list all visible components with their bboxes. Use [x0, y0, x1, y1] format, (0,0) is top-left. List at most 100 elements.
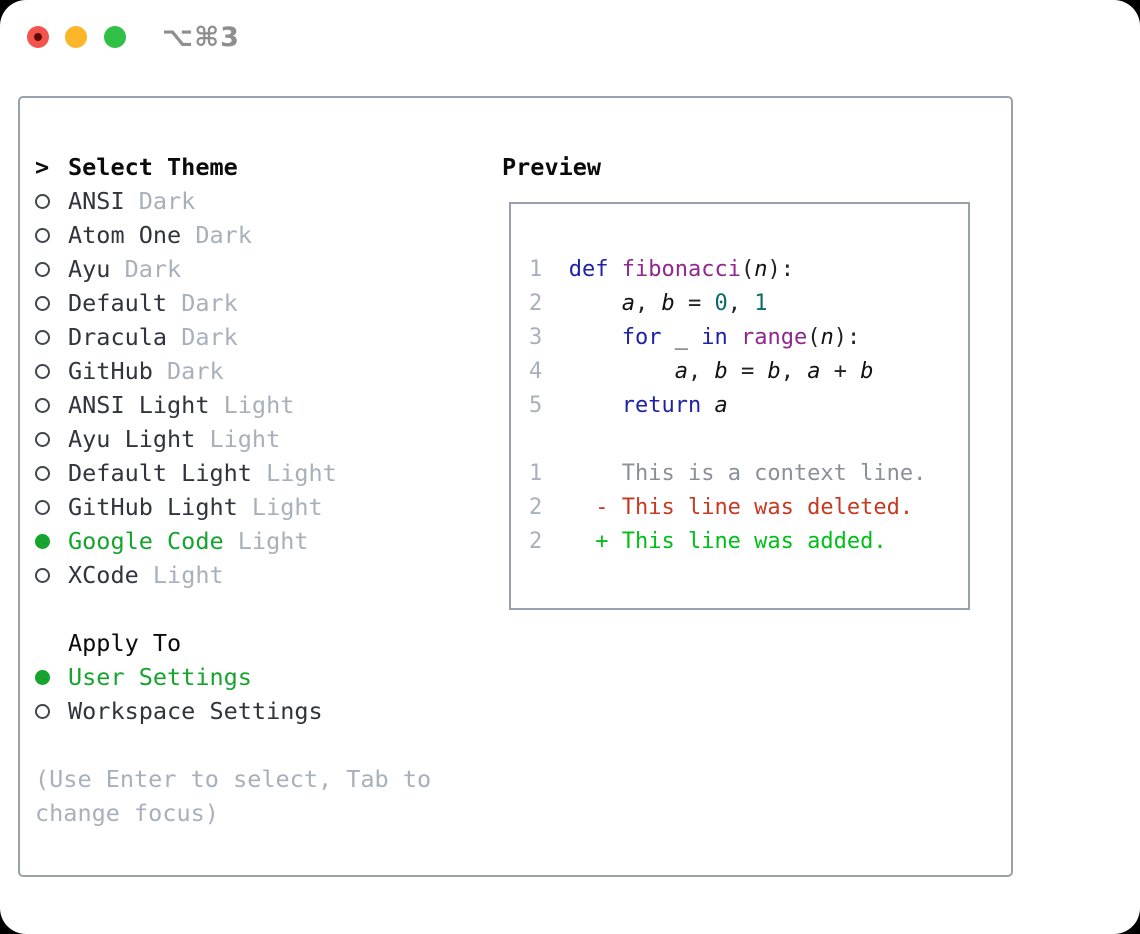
apply-option[interactable]: User Settings: [35, 660, 500, 694]
theme-option[interactable]: XCode Light: [35, 558, 500, 592]
cursor-marker: >: [35, 153, 68, 181]
theme-variant-label: Light: [209, 391, 295, 419]
theme-option-label: ANSI: [68, 187, 125, 215]
theme-variant-label: Light: [237, 493, 323, 521]
theme-option-label: GitHub Light: [68, 493, 238, 521]
code-token-ln: 1: [529, 257, 569, 282]
window-shortcut-label: ⌥⌘3: [162, 22, 240, 53]
theme-variant-label: Dark: [110, 255, 182, 283]
radio-circle: [35, 499, 50, 515]
code-token-ctx: This is a context line.: [621, 461, 927, 486]
theme-option-label: ANSI Light: [68, 391, 210, 419]
theme-option[interactable]: Default Light Light: [35, 456, 500, 490]
radio-icon: [35, 703, 68, 719]
code-token-pln: [728, 325, 741, 350]
radio-icon: [35, 431, 68, 447]
maximize-button[interactable]: [104, 26, 126, 48]
radio-circle: [35, 669, 50, 685]
theme-variant-label: Light: [195, 425, 281, 453]
code-token-pln: [569, 325, 622, 350]
theme-option[interactable]: Default Dark: [35, 286, 500, 320]
preview-line: 2 - This line was deleted.: [529, 491, 968, 525]
code-token-typ: fibonacci: [621, 257, 741, 282]
apply-option[interactable]: Workspace Settings: [35, 694, 500, 728]
code-token-var: b: [767, 359, 781, 384]
spacer: [35, 592, 500, 626]
radio-icon: [35, 193, 68, 209]
code-token-var: b: [661, 291, 675, 316]
theme-option[interactable]: ANSI Dark: [35, 184, 500, 218]
theme-option[interactable]: ANSI Light Light: [35, 388, 500, 422]
radio-icon: [35, 465, 68, 481]
radio-circle: [35, 465, 50, 481]
radio-selected-icon: [35, 533, 68, 549]
code-token-var: a: [714, 393, 728, 418]
theme-variant-label: Dark: [181, 221, 252, 249]
code-token-var: a: [674, 359, 688, 384]
radio-circle: [35, 567, 50, 583]
apply-option-label: Workspace Settings: [68, 697, 323, 725]
code-token-pun: =: [674, 291, 715, 316]
radio-icon: [35, 567, 68, 583]
preview-title: Preview: [502, 153, 602, 181]
code-token-pln: [569, 393, 622, 418]
code-token-pun: (: [807, 325, 821, 350]
theme-option[interactable]: GitHub Light Light: [35, 490, 500, 524]
radio-circle: [35, 533, 50, 549]
radio-circle: [35, 431, 50, 447]
theme-option-label: XCode: [68, 561, 139, 589]
code-token-lit: 1: [754, 291, 768, 316]
code-token-ln: 5: [529, 393, 569, 418]
theme-option[interactable]: Dracula Dark: [35, 320, 500, 354]
select-theme-header: > Select Theme: [35, 150, 500, 184]
code-token-pun: ,: [780, 359, 808, 384]
code-token-pln: [542, 495, 595, 520]
code-token-ln: 1: [529, 461, 543, 486]
theme-variant-label: Dark: [152, 357, 224, 385]
code-token-pun: ):: [767, 257, 794, 282]
code-token-add: + This line was added.: [595, 529, 887, 554]
apply-to-header: Apply To: [35, 626, 500, 660]
preview-line: 1 This is a context line.: [529, 457, 968, 491]
radio-circle: [35, 703, 50, 719]
code-token-kwd: in: [701, 325, 728, 350]
theme-option[interactable]: Ayu Light Light: [35, 422, 500, 456]
code-token-lit: 0: [714, 291, 728, 316]
code-token-var: a: [807, 359, 821, 384]
radio-icon: [35, 397, 68, 413]
radio-circle: [35, 363, 50, 379]
titlebar: ⌥⌘3: [0, 0, 1140, 74]
close-button[interactable]: [27, 26, 49, 48]
code-token-ln: 2: [529, 291, 569, 316]
theme-variant-label: Dark: [167, 289, 238, 317]
preview-line: 2 + This line was added.: [529, 525, 968, 559]
radio-circle: [35, 329, 50, 345]
minimize-button[interactable]: [65, 26, 87, 48]
code-token-ln: 4: [529, 359, 569, 384]
theme-option[interactable]: GitHub Dark: [35, 354, 500, 388]
code-token-pun: ):: [833, 325, 861, 350]
code-token-var: n: [754, 257, 768, 282]
code-token-pun: ,: [687, 359, 715, 384]
code-token-var: b: [860, 359, 874, 384]
theme-option[interactable]: Ayu Dark: [35, 252, 500, 286]
code-token-ln: 2: [529, 495, 543, 520]
code-token-pln: [569, 359, 675, 384]
theme-option-label: Ayu: [68, 255, 111, 283]
theme-option[interactable]: Google Code Light: [35, 524, 500, 558]
code-token-kwd: for: [621, 325, 662, 350]
code-token-typ: range: [740, 325, 808, 350]
code-token-var: n: [820, 325, 834, 350]
code-token-del: - This line was deleted.: [595, 495, 914, 520]
code-token-ln: 2: [529, 529, 543, 554]
code-token-kwd: def: [568, 257, 622, 282]
select-theme-title: Select Theme: [68, 153, 238, 181]
theme-option[interactable]: Atom One Dark: [35, 218, 500, 252]
code-token-pln: [542, 461, 621, 486]
radio-icon: [35, 363, 68, 379]
